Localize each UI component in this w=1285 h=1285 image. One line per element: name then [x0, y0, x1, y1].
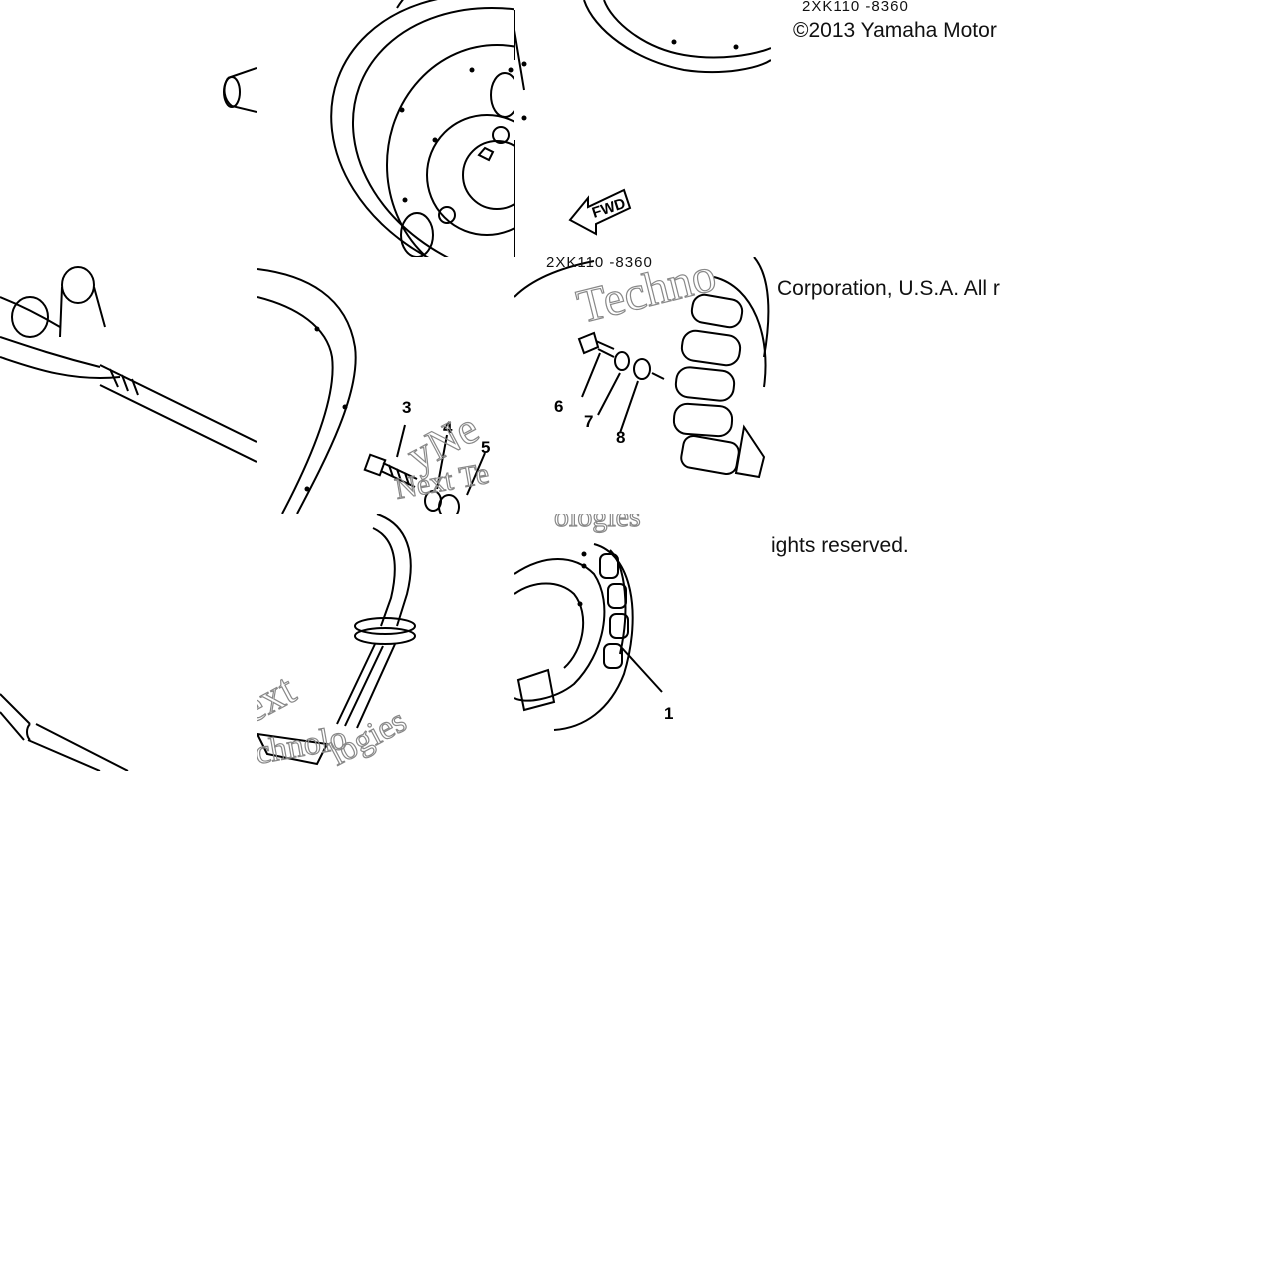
- tile-wire-grommet: ext chnolo logies: [257, 514, 514, 771]
- tile-wire-clip: [0, 0, 257, 257]
- diagram-code-top: 2XK110 -8360: [802, 0, 909, 15]
- tile-stator-assembly: 1 ologies: [514, 514, 771, 771]
- tile-harness-tube: [0, 514, 257, 771]
- callout-8: 8: [616, 428, 625, 447]
- forward-arrow-icon: FWD: [568, 188, 632, 236]
- watermark-ologies: ologies: [554, 514, 641, 533]
- diagram-code-mid: 2XK110 -8360: [546, 257, 653, 271]
- copyright-line-1: ©2013 Yamaha Motor: [793, 19, 997, 42]
- watermark-ext: ext: [257, 664, 303, 733]
- callout-4: 4: [443, 418, 453, 437]
- diagram-code-top-text: 2XK110 -8360: [802, 0, 909, 15]
- callout-5: 5: [481, 438, 490, 457]
- copyright-line-3: ights reserved.: [771, 534, 909, 557]
- copyright-line-2: Corporation, U.S.A. All r: [777, 277, 1000, 300]
- tile-wire-harness: 2: [0, 257, 257, 514]
- tile-stator-screws: 6 7 8 2XK110 -8360 Techno: [514, 257, 771, 514]
- tile-flywheel-bolt: 3 4 5 yNe Next Te: [257, 257, 514, 514]
- callout-3: 3: [402, 398, 411, 417]
- tile-flywheel-rotor: [257, 0, 514, 257]
- tile-rotor-fwd: FWD: [514, 0, 771, 257]
- callout-7: 7: [584, 412, 593, 431]
- callout-1: 1: [664, 704, 673, 723]
- callout-6: 6: [554, 397, 563, 416]
- watermark-logies: logies: [323, 702, 412, 771]
